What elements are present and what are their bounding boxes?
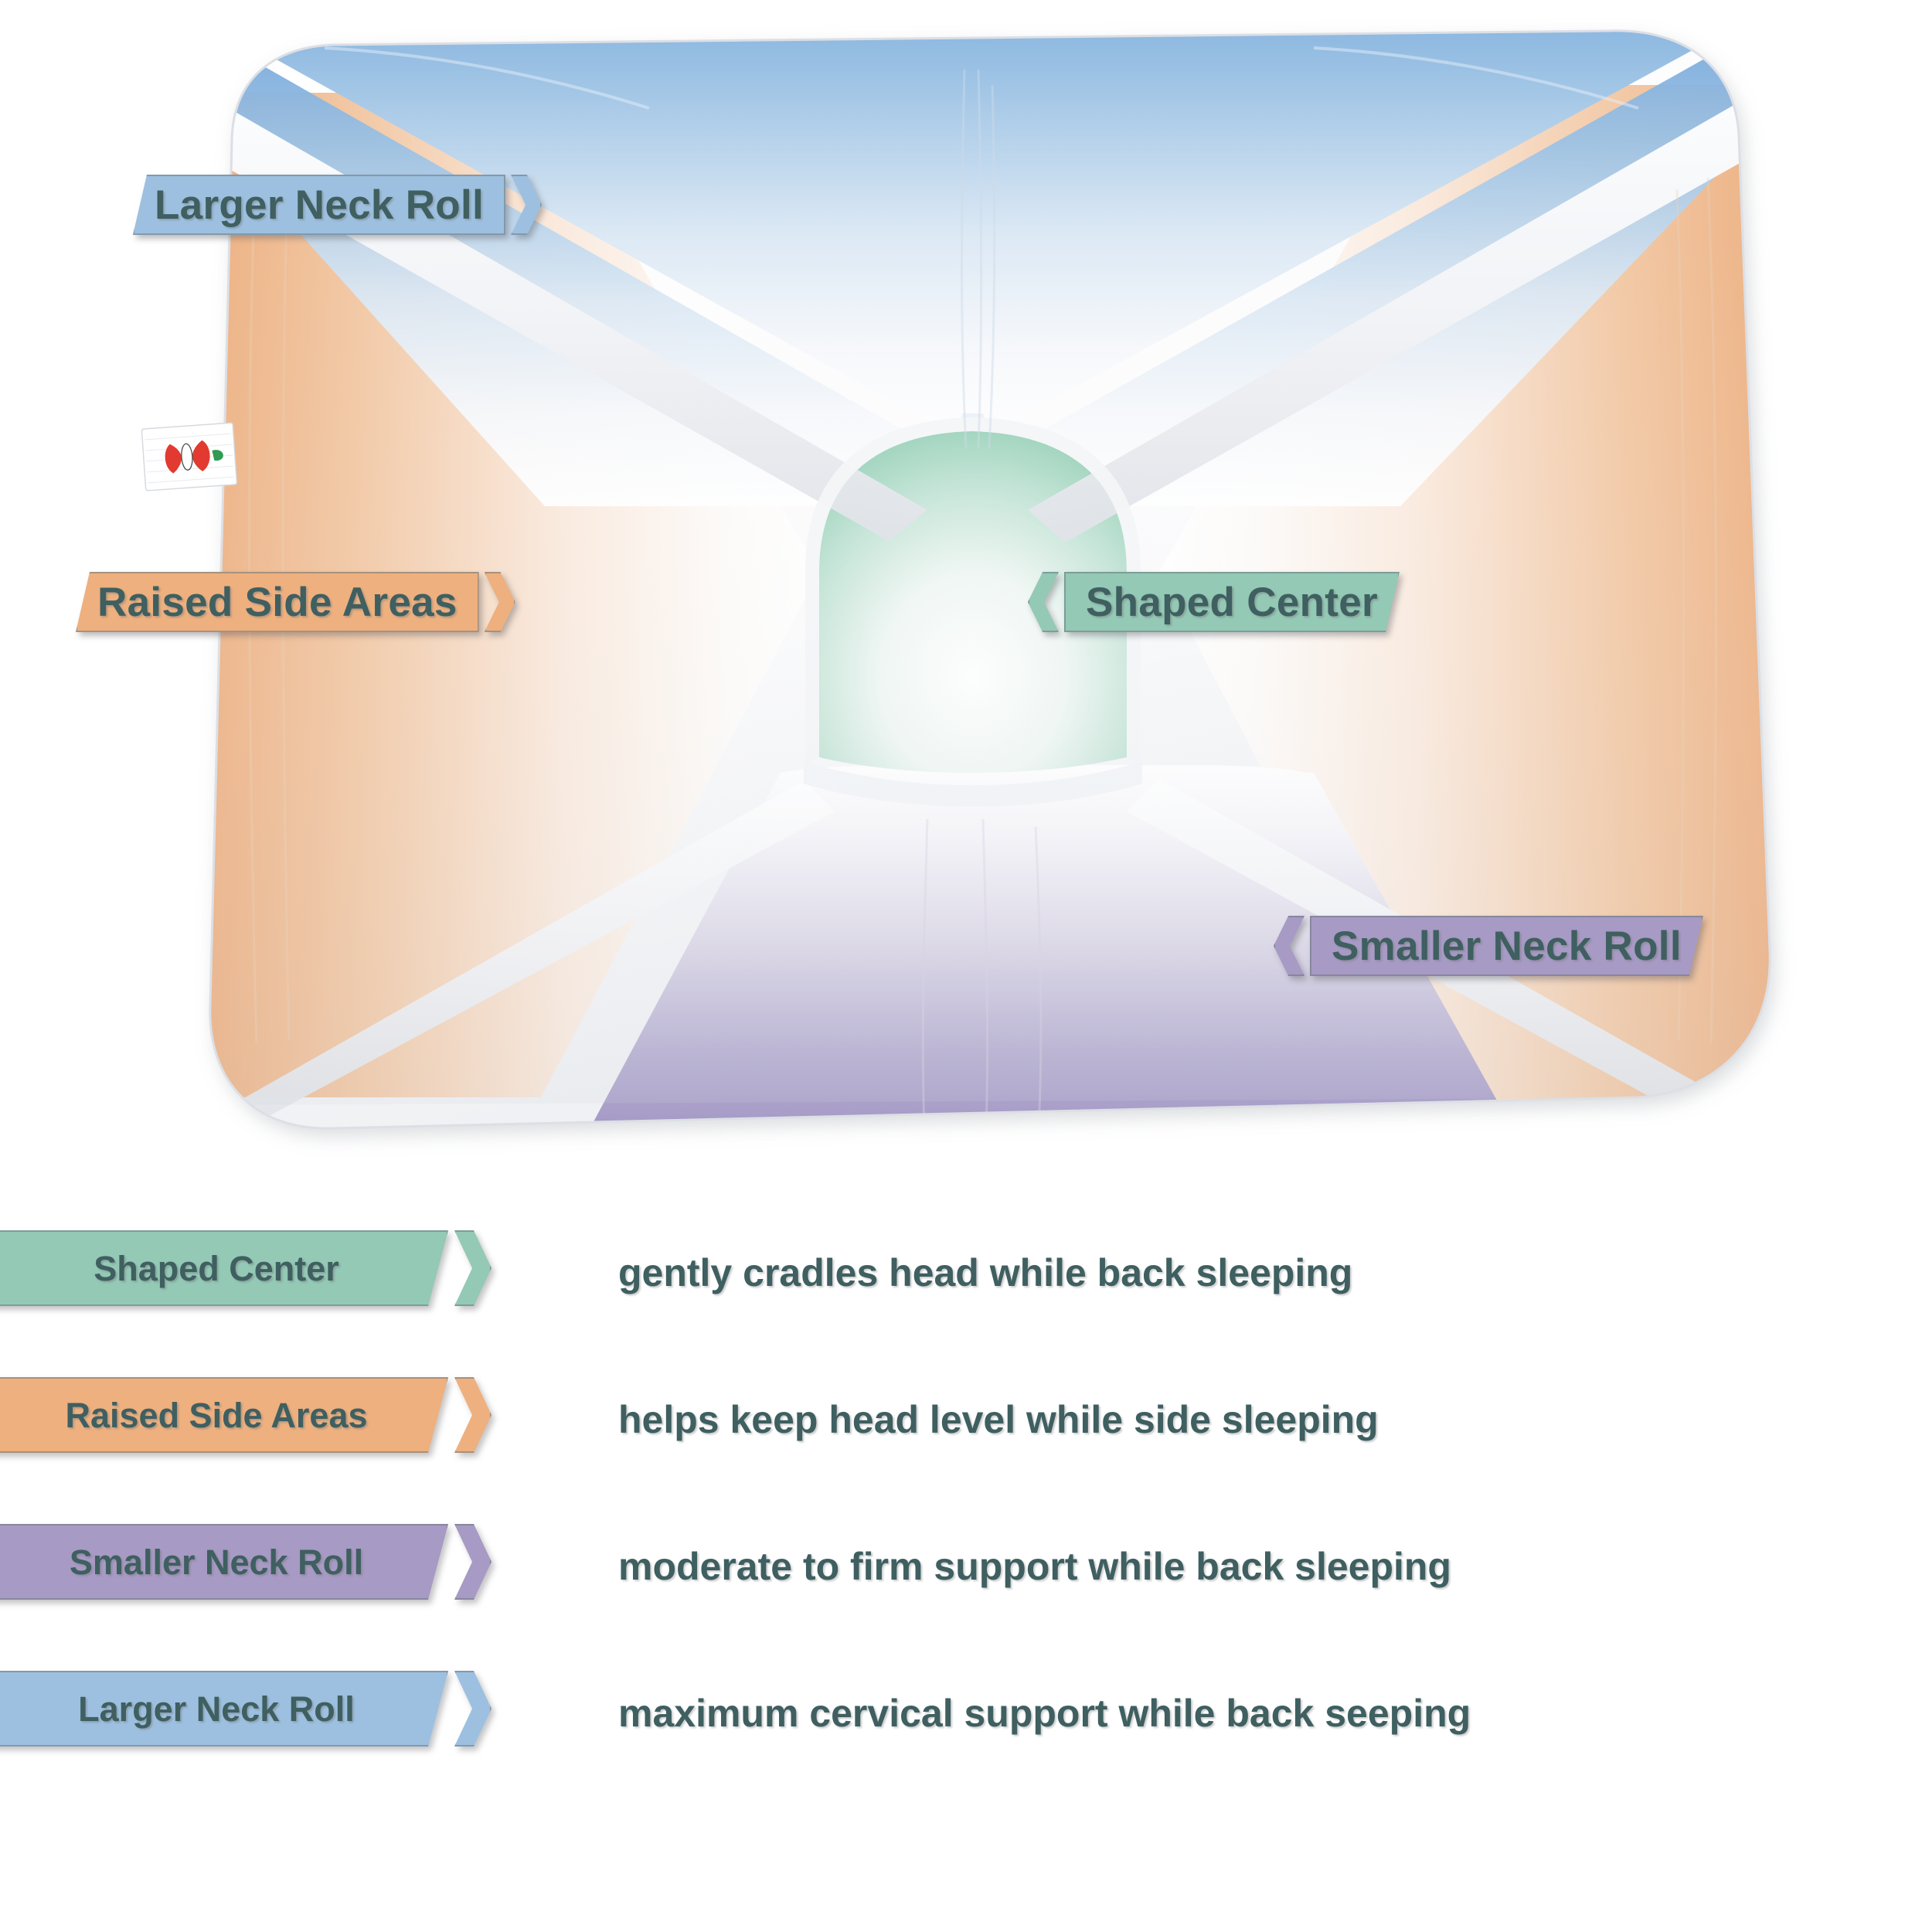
legend-label-raised-side-areas: Raised Side Areas: [65, 1395, 368, 1435]
chevron-right-icon: [484, 572, 515, 632]
brand-tag-svg: [141, 422, 238, 492]
chevron-left-icon: [1028, 572, 1059, 632]
chevron-right-icon: [454, 1671, 492, 1747]
chevron-left-icon: [1274, 916, 1304, 976]
legend-label-larger-neck-roll: Larger Neck Roll: [78, 1689, 355, 1729]
legend-tag-smaller-neck-roll[interactable]: Smaller Neck Roll: [0, 1524, 492, 1600]
legend-tag-larger-neck-roll[interactable]: Larger Neck Roll: [0, 1671, 492, 1747]
legend-band: Larger Neck Roll: [0, 1671, 448, 1747]
legend-row: Larger Neck Roll maximum cervical suppor…: [0, 1654, 1932, 1801]
callout-raised-side-areas[interactable]: Raised Side Areas: [76, 572, 515, 632]
legend-row: Shaped Center gently cradles head while …: [0, 1213, 1932, 1360]
legend-band: Smaller Neck Roll: [0, 1524, 448, 1600]
legend-description-shaped-center: gently cradles head while back sleeping: [618, 1251, 1353, 1294]
pillow-illustration: [209, 29, 1771, 1130]
legend-description-smaller-neck-roll: moderate to firm support while back slee…: [618, 1545, 1451, 1588]
legend-label-smaller-neck-roll: Smaller Neck Roll: [69, 1542, 364, 1582]
callout-label-shaped-center: Shaped Center: [1086, 579, 1378, 625]
legend-description-raised-side-areas: helps keep head level while side sleepin…: [618, 1398, 1379, 1441]
chevron-right-icon: [454, 1524, 492, 1600]
callout-label-smaller-neck-roll: Smaller Neck Roll: [1332, 923, 1682, 969]
legend-tag-shaped-center[interactable]: Shaped Center: [0, 1230, 492, 1306]
chevron-right-icon: [454, 1377, 492, 1453]
legend-tag-raised-side-areas[interactable]: Raised Side Areas: [0, 1377, 492, 1453]
legend-band: Shaped Center: [0, 1230, 448, 1306]
feature-legend: Shaped Center gently cradles head while …: [0, 1213, 1932, 1801]
legend-description-larger-neck-roll: maximum cervical support while back seep…: [618, 1692, 1471, 1735]
callout-band: Smaller Neck Roll: [1310, 916, 1703, 976]
callout-band: Shaped Center: [1064, 572, 1400, 632]
callout-band: Larger Neck Roll: [133, 175, 506, 235]
chevron-right-icon: [454, 1230, 492, 1306]
product-tag: [141, 418, 238, 498]
callout-band: Raised Side Areas: [76, 572, 479, 632]
callout-shaped-center[interactable]: Shaped Center: [1028, 572, 1400, 632]
legend-label-shaped-center: Shaped Center: [94, 1248, 339, 1288]
pillow-figure: Larger Neck Roll Raised Side Areas Shape…: [76, 29, 1771, 1130]
callout-smaller-neck-roll[interactable]: Smaller Neck Roll: [1274, 916, 1703, 976]
callout-label-larger-neck-roll: Larger Neck Roll: [155, 182, 485, 228]
chevron-right-icon: [511, 175, 543, 235]
legend-band: Raised Side Areas: [0, 1377, 448, 1453]
callout-label-raised-side-areas: Raised Side Areas: [97, 579, 457, 625]
brand-logo-icon: [165, 440, 223, 474]
legend-row: Raised Side Areas helps keep head level …: [0, 1360, 1932, 1507]
callout-larger-neck-roll[interactable]: Larger Neck Roll: [133, 175, 543, 235]
legend-row: Smaller Neck Roll moderate to firm suppo…: [0, 1507, 1932, 1654]
